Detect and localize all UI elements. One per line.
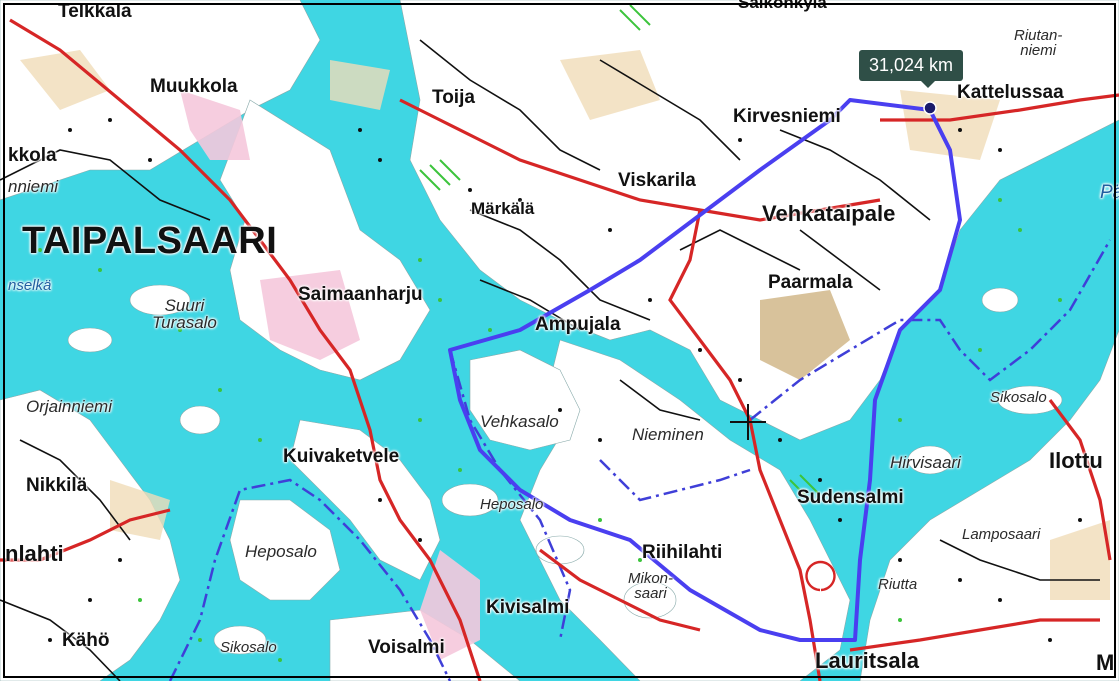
place-label-nniemi: nniemi — [8, 177, 59, 196]
green-dots — [38, 198, 1062, 662]
place-label-voisalmi: Voisalmi — [368, 637, 445, 658]
place-label-markala: Märkälä — [471, 199, 535, 218]
main-roads — [0, 18, 1119, 681]
place-label-riutanniemi: Riutan- niemi — [1014, 27, 1063, 59]
distance-readout: 31,024 km — [859, 50, 964, 88]
place-label-heposalo-left: Heposalo — [245, 542, 317, 561]
place-label-hirvisaari: Hirvisaari — [890, 453, 961, 472]
place-label-muukkola: Muukkola — [150, 76, 238, 97]
field-patches — [760, 290, 850, 380]
place-label-riihilahti: Riihilahti — [642, 542, 723, 563]
place-label-heposalo-mid: Heposalo — [480, 496, 544, 513]
place-label-lamposaari: Lamposaari — [962, 526, 1041, 543]
municipal-border — [168, 239, 1112, 681]
place-label-kirvesniemi: Kirvesniemi — [733, 106, 841, 127]
place-label-kivisalmi: Kivisalmi — [486, 597, 570, 618]
place-label-nikkila: Nikkilä — [26, 475, 88, 496]
water-label-pa: Pä — [1100, 182, 1119, 203]
place-label-saimaanharju: Saimaanharju — [298, 284, 423, 305]
place-label-toija: Toija — [432, 87, 475, 108]
place-label-sudensalmi: Sudensalmi — [797, 487, 904, 508]
place-label-kattelussaa: Kattelussaa — [957, 82, 1064, 103]
place-label-m: M — [1096, 650, 1115, 675]
place-label-vehkataipale: Vehkataipale — [762, 201, 896, 226]
building-dots — [48, 118, 1082, 642]
place-label-viskarila: Viskarila — [618, 170, 696, 191]
green-hatch — [419, 4, 821, 501]
place-label-lauritsala: Lauritsala — [815, 648, 919, 673]
place-label-vehkasalo: Vehkasalo — [480, 412, 559, 431]
place-label-sikosalo-right: Sikosalo — [990, 389, 1047, 406]
place-label-sikosalo-bottom: Sikosalo — [220, 639, 277, 656]
place-label-saikonkyla: Saikonkylä — [738, 0, 827, 12]
place-label-suuri-turasalo: Suuri Turasalo — [152, 296, 217, 332]
place-label-nlahti: nlahti — [5, 541, 64, 566]
place-label-mikonsaari: Mikon- saari — [628, 570, 674, 602]
place-label-ilottu: Ilottu — [1049, 448, 1103, 473]
place-label-kkola: kkola — [8, 145, 57, 166]
minor-roads — [0, 39, 1100, 681]
place-label-taipalsaari: TAIPALSAARI — [22, 220, 278, 262]
place-label-orjainniemi: Orjainniemi — [26, 397, 112, 416]
place-label-nieminen: Nieminen — [632, 425, 704, 444]
route-endpoint-marker[interactable] — [923, 101, 937, 115]
crosshair-icon — [730, 404, 766, 440]
place-label-paarmala: Paarmala — [768, 272, 853, 293]
place-label-kaho: Kähö — [62, 630, 110, 651]
place-label-ampujala: Ampujala — [535, 314, 621, 335]
place-label-riutta: Riutta — [878, 576, 918, 593]
place-label-kuivaketvele: Kuivaketvele — [283, 446, 400, 467]
measured-route — [448, 98, 962, 642]
water-label-nselka: nselkä — [8, 277, 52, 294]
place-label-telkkala: Telkkala — [58, 1, 132, 22]
